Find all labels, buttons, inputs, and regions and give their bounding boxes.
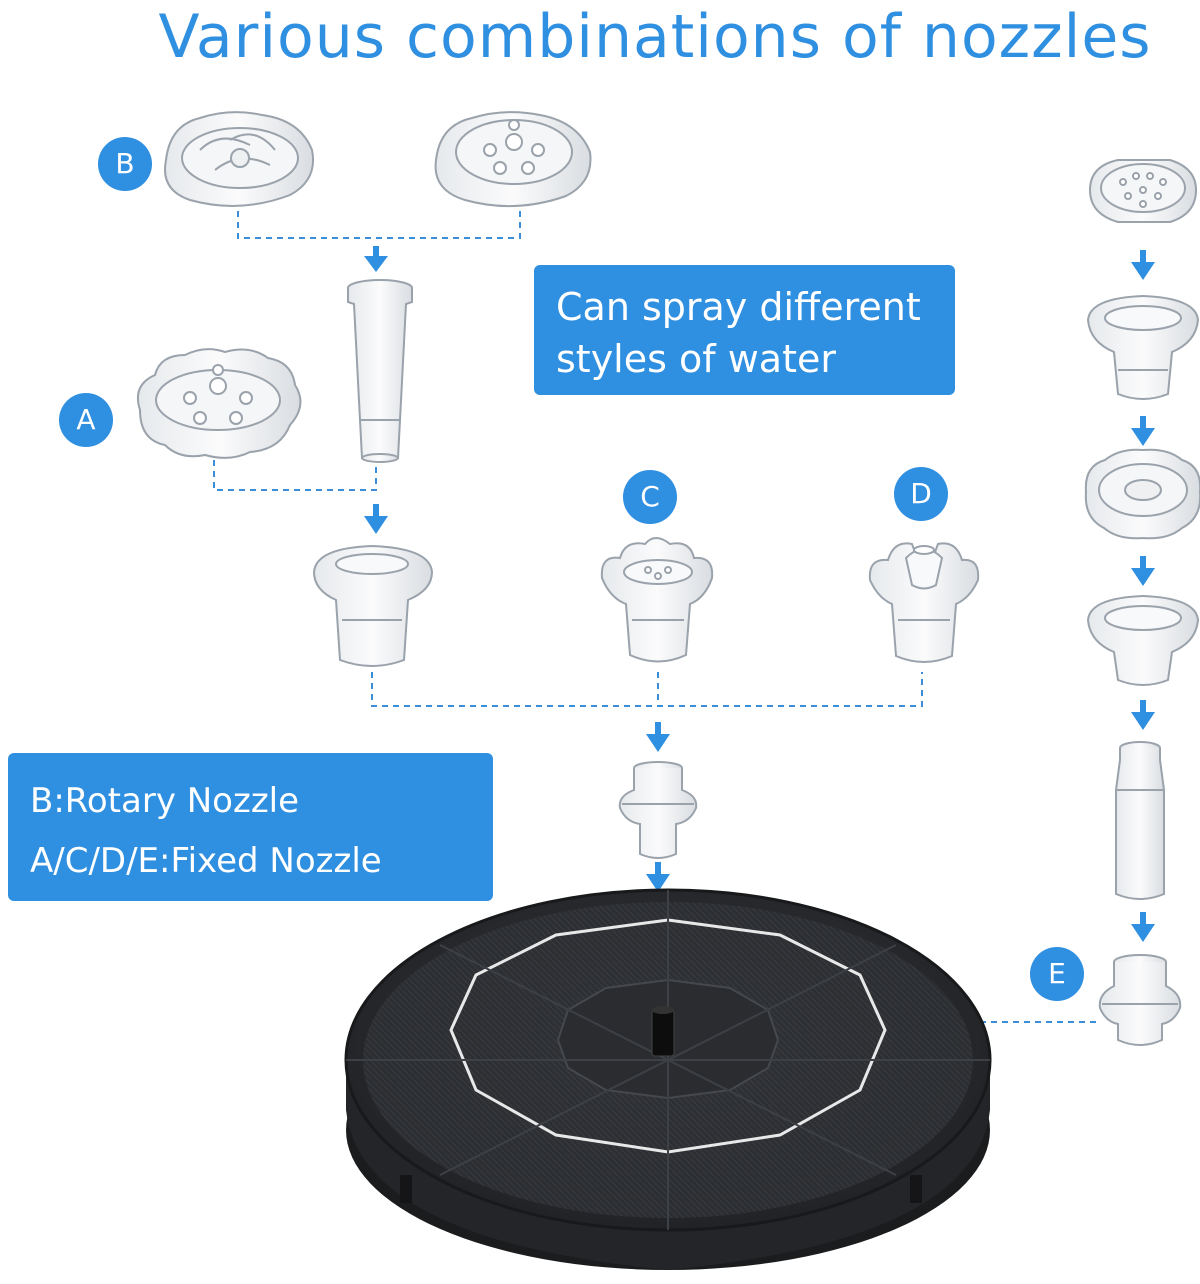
arrow-down-icon xyxy=(1131,250,1155,280)
page-title: Various combinations of nozzles xyxy=(158,2,1152,72)
badge-b: B xyxy=(98,137,152,191)
arrow-down-icon xyxy=(1131,416,1155,446)
flower-nozzle-icon xyxy=(136,348,302,459)
legend-fixed: A/C/D/E:Fixed Nozzle xyxy=(30,841,382,881)
adapter-cup-icon xyxy=(312,544,434,667)
arrow-down-icon xyxy=(364,504,388,534)
adapter-cup-icon xyxy=(1086,594,1200,686)
badge-c: C xyxy=(623,470,677,524)
extension-tube-icon xyxy=(347,279,413,463)
arrow-down-icon xyxy=(1131,700,1155,730)
spray-callout-line2: styles of water xyxy=(556,337,836,381)
connector-stub-icon xyxy=(1098,954,1182,1046)
extension-tube-icon xyxy=(1115,741,1165,900)
spray-callout: Can spray different styles of water xyxy=(534,265,955,395)
rotary-nozzle-icon xyxy=(434,111,592,208)
tulip-nozzle-icon xyxy=(868,542,980,663)
arrow-down-icon xyxy=(1131,556,1155,586)
rotary-nozzle-icon xyxy=(164,111,314,207)
badge-d: D xyxy=(894,467,948,521)
solar-fountain-icon xyxy=(344,888,992,1270)
legend-rotary: B:Rotary Nozzle xyxy=(30,781,300,821)
arrow-down-icon xyxy=(364,246,388,272)
arrow-icons xyxy=(364,246,1155,942)
badge-e: E xyxy=(1030,947,1084,1001)
arrow-down-icon xyxy=(646,722,670,752)
arrow-down-icon xyxy=(646,862,670,892)
badge-a: A xyxy=(59,393,113,447)
ring-nozzle-icon xyxy=(1084,448,1200,540)
arrow-down-icon xyxy=(1131,912,1155,942)
adapter-cup-icon xyxy=(1086,294,1200,400)
tulip-nozzle-icon xyxy=(600,537,714,663)
mist-nozzle-icon xyxy=(1088,159,1198,223)
connector-stub-icon xyxy=(618,761,698,859)
legend-callout: B:Rotary Nozzle A/C/D/E:Fixed Nozzle xyxy=(8,753,493,901)
spray-callout-line1: Can spray different xyxy=(556,285,921,329)
